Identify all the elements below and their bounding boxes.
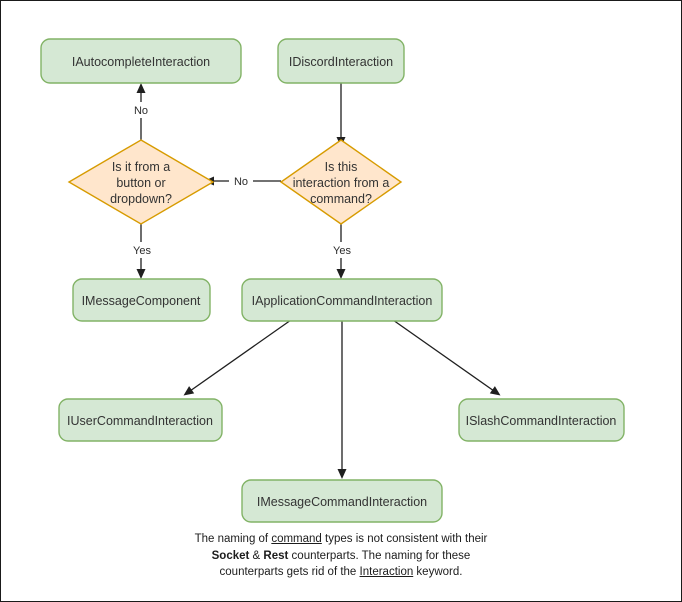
node-label-decision-button-line3: dropdown?: [110, 192, 172, 206]
node-label-discord: IDiscordInteraction: [289, 55, 393, 69]
caption-line2-rest: counterparts. The naming for these: [288, 549, 471, 562]
node-message-component[interactable]: IMessageComponent: [72, 278, 211, 322]
caption-underline-interaction: Interaction: [359, 566, 414, 578]
edge-decision-button-to-message-component: Yes: [129, 223, 155, 279]
node-label-slash-command: ISlashCommandInteraction: [466, 414, 617, 428]
edge-label-yes-left: Yes: [133, 245, 151, 257]
node-label-autocomplete: IAutocompleteInteraction: [72, 55, 210, 69]
caption-underline-command: command: [271, 533, 322, 545]
caption-bold-socket: Socket: [211, 549, 250, 562]
edge-decision-command-to-decision-button: No: [204, 173, 281, 189]
caption-amp: &: [249, 549, 264, 562]
node-label-message-component: IMessageComponent: [82, 294, 201, 308]
caption-bold-rest: Rest: [263, 549, 289, 562]
edge-decision-command-to-app-command: Yes: [329, 223, 355, 279]
diagram-caption: The naming of command types is not consi…: [1, 531, 681, 581]
edge-label-yes-right: Yes: [333, 245, 351, 257]
caption-line-1: The naming of command types is not consi…: [1, 531, 681, 548]
node-label-decision-button-line2: button or: [116, 176, 165, 190]
caption-line1-b: types is not consistent with their: [321, 533, 488, 545]
edge-app-command-to-slash-command: [392, 319, 501, 396]
edge-app-command-to-message-command: [337, 320, 347, 479]
node-user-command-interaction[interactable]: IUserCommandInteraction: [58, 398, 223, 442]
node-decision-button-or-dropdown[interactable]: Is it from a button or dropdown?: [67, 139, 215, 225]
edge-decision-button-to-autocomplete: No: [129, 83, 153, 141]
edge-label-no-up: No: [134, 105, 148, 117]
edge-discord-to-decision-command: [336, 83, 346, 147]
caption-line3-a: counterparts gets rid of the: [219, 566, 360, 578]
node-discord-interaction[interactable]: IDiscordInteraction: [277, 38, 405, 84]
node-application-command-interaction[interactable]: IApplicationCommandInteraction: [241, 278, 443, 322]
node-label-app-command: IApplicationCommandInteraction: [252, 294, 433, 308]
edge-label-no-left: No: [234, 176, 248, 188]
node-label-decision-command-line3: command?: [310, 192, 372, 206]
node-label-decision-command-line2: interaction from a: [293, 176, 390, 190]
node-label-decision-button-line1: Is it from a: [112, 160, 170, 174]
caption-line1-a: The naming of: [194, 533, 272, 545]
node-label-decision-command-line1: Is this: [325, 160, 358, 174]
caption-line-2: Socket & Rest counterparts. The naming f…: [1, 548, 681, 565]
caption-line3-b: keyword.: [413, 566, 463, 578]
node-message-command-interaction[interactable]: IMessageCommandInteraction: [241, 479, 443, 523]
edge-app-command-to-user-command: [183, 319, 292, 396]
node-autocomplete-interaction[interactable]: IAutocompleteInteraction: [40, 38, 242, 84]
caption-line-3: counterparts gets rid of the Interaction…: [1, 564, 681, 581]
node-label-user-command: IUserCommandInteraction: [67, 414, 213, 428]
node-slash-command-interaction[interactable]: ISlashCommandInteraction: [458, 398, 625, 442]
node-decision-is-command[interactable]: Is this interaction from a command?: [279, 139, 403, 225]
node-label-message-command: IMessageCommandInteraction: [257, 495, 427, 509]
